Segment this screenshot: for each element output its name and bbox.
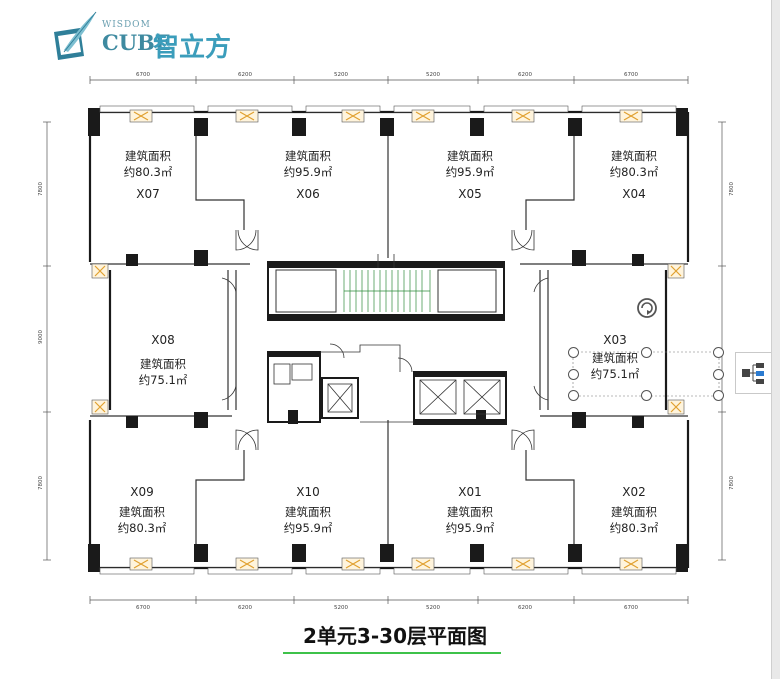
resize-handle-mid-right[interactable] (713, 369, 724, 380)
dim-top-2: 6200 (238, 72, 252, 78)
unit-x09-label: 建筑面积 (119, 505, 165, 519)
resize-handle-bottom-mid[interactable] (641, 390, 652, 401)
resize-handle-mid-left[interactable] (568, 369, 579, 380)
unit-x04-area: 约80.3㎡ (609, 165, 659, 179)
unit-x02[interactable]: X02 建筑面积 约80.3㎡ (594, 484, 674, 536)
unit-x05-area: 约95.9㎡ (445, 165, 495, 179)
unit-x06-area: 约95.9㎡ (283, 165, 333, 179)
unit-x08[interactable]: X08 建筑面积 约75.1㎡ (118, 332, 208, 388)
unit-x05-label: 建筑面积 (447, 149, 493, 163)
dim-top-4: 5200 (426, 72, 440, 78)
dim-bottom-6: 6700 (624, 605, 638, 611)
unit-x08-label: 建筑面积 (140, 357, 186, 371)
unit-x04-label: 建筑面积 (611, 149, 657, 163)
dim-bottom-5: 6200 (518, 605, 532, 611)
unit-x03-area: 约75.1㎡ (590, 367, 640, 381)
unit-x08-id: X08 (151, 333, 175, 347)
page-edge-shadow (771, 0, 780, 679)
dim-bottom-2: 6200 (238, 605, 252, 611)
unit-x05[interactable]: 建筑面积 约95.9㎡ X05 (430, 148, 510, 202)
resize-handle-top-right[interactable] (713, 347, 724, 358)
resize-handle-top-left[interactable] (568, 347, 579, 358)
unit-x01-area: 约95.9㎡ (445, 521, 495, 535)
dim-bottom-4: 5200 (426, 605, 440, 611)
wisdom-cube-logo: WISDOM CUBE 智立方 (50, 8, 250, 64)
hierarchy-diagram-icon[interactable] (735, 352, 772, 394)
dim-right-1: 7800 (729, 182, 735, 196)
unit-x09-area: 约80.3㎡ (117, 521, 167, 535)
unit-x10-label: 建筑面积 (285, 505, 331, 519)
unit-x10-id: X10 (296, 485, 320, 499)
dim-top-6: 6700 (624, 72, 638, 78)
dim-top-5: 6200 (518, 72, 532, 78)
dim-left-3: 7800 (38, 476, 44, 490)
unit-x09[interactable]: X09 建筑面积 约80.3㎡ (102, 484, 182, 536)
dim-right-2: 7800 (729, 476, 735, 490)
unit-x02-area: 约80.3㎡ (609, 521, 659, 535)
unit-x01-id: X01 (458, 485, 482, 499)
logo-wisdom-text: WISDOM (102, 20, 151, 30)
unit-x09-id: X09 (130, 485, 154, 499)
unit-x07-id: X07 (136, 187, 160, 201)
unit-x04[interactable]: 建筑面积 约80.3㎡ X04 (594, 148, 674, 202)
unit-x03-id: X03 (603, 333, 627, 347)
unit-x08-area: 约75.1㎡ (138, 373, 188, 387)
unit-x03[interactable]: X03 建筑面积 约75.1㎡ (570, 332, 660, 382)
unit-x06-id: X06 (296, 187, 320, 201)
unit-x07[interactable]: 建筑面积 约80.3㎡ X07 (108, 148, 188, 202)
dim-left-2: 9000 (38, 330, 44, 344)
plan-caption: 2单元3-30层平面图 (303, 624, 487, 648)
unit-x01-label: 建筑面积 (447, 505, 493, 519)
resize-handle-bottom-right[interactable] (713, 390, 724, 401)
dim-top-1: 6700 (136, 72, 150, 78)
unit-x02-id: X02 (622, 485, 646, 499)
unit-x06-label: 建筑面积 (285, 149, 331, 163)
unit-x07-label: 建筑面积 (125, 149, 171, 163)
resize-handle-bottom-left[interactable] (568, 390, 579, 401)
dim-left-1: 7800 (38, 182, 44, 196)
unit-x05-id: X05 (458, 187, 482, 201)
quill-book-logo-icon (54, 11, 97, 60)
unit-x10-area: 约95.9㎡ (283, 521, 333, 535)
unit-x04-id: X04 (622, 187, 646, 201)
logo-cube-text: CUBE (102, 30, 171, 55)
unit-x07-area: 约80.3㎡ (123, 165, 173, 179)
dim-bottom-3: 5200 (334, 605, 348, 611)
caption-underline (283, 652, 501, 654)
dim-bottom-1: 6700 (136, 605, 150, 611)
unit-x01[interactable]: X01 建筑面积 约95.9㎡ (430, 484, 510, 536)
rotate-handle-icon[interactable] (636, 297, 658, 319)
unit-x03-label: 建筑面积 (592, 351, 638, 365)
unit-x10[interactable]: X10 建筑面积 约95.9㎡ (268, 484, 348, 536)
logo-chinese-text: 智立方 (153, 33, 232, 63)
resize-handle-top-mid[interactable] (641, 347, 652, 358)
unit-x06[interactable]: 建筑面积 约95.9㎡ X06 (268, 148, 348, 202)
dim-top-3: 5200 (334, 72, 348, 78)
unit-x02-label: 建筑面积 (611, 505, 657, 519)
